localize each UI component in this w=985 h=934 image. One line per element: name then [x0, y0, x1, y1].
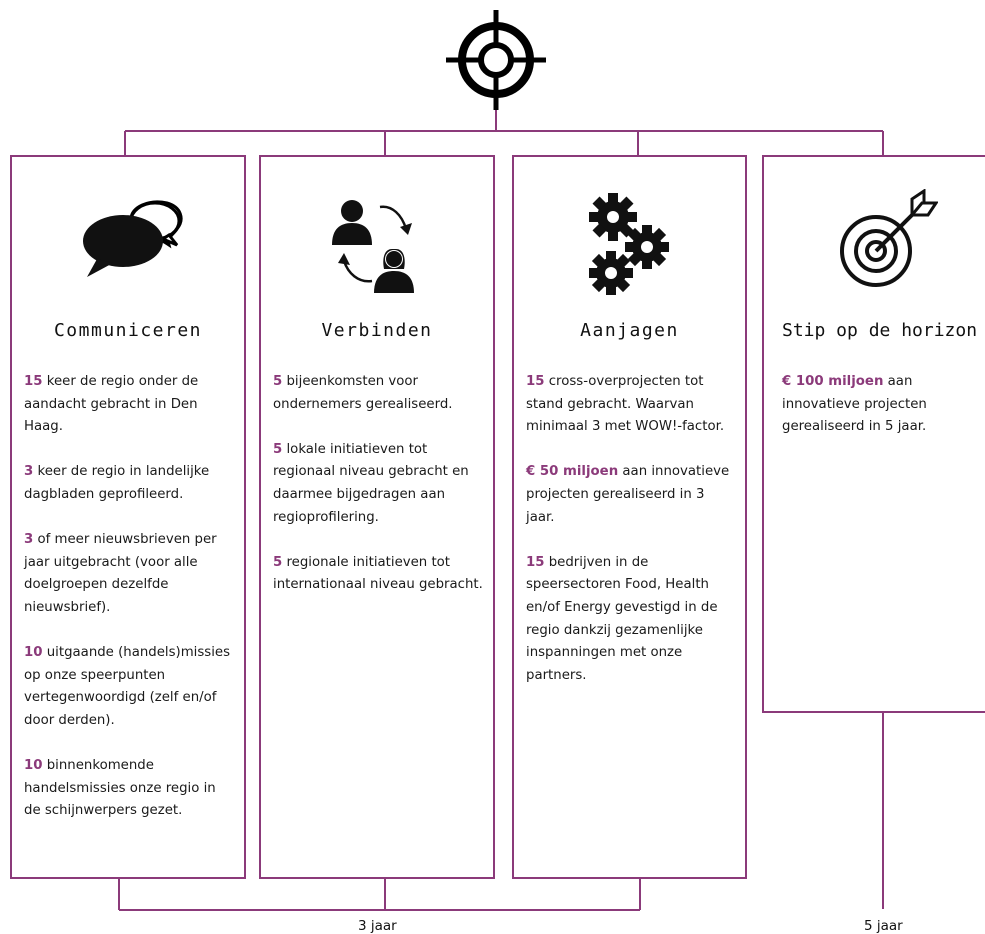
goal-number: 10: [24, 645, 43, 661]
goal-text: aan innovatieve projecten gerealiseerd i…: [782, 374, 927, 435]
dartboard-icon: [840, 189, 938, 287]
goal-text: lokale initiatieven tot regionaal niveau…: [273, 441, 469, 525]
goal-item: 15 cross-overprojecten tot stand gebrach…: [526, 371, 735, 439]
goal-text: keer de regio in landelijke dagbladen ge…: [24, 464, 210, 502]
card-title: Communiceren: [53, 320, 203, 341]
card-body: 15 cross-overprojecten tot stand gebrach…: [526, 371, 735, 710]
goal-item: € 50 miljoen aan innovatieve projecten g…: [526, 461, 735, 529]
goal-item: 3 keer de regio in landelijke dagbladen …: [24, 461, 234, 506]
goal-text: aan innovatieve projecten gerealiseerd i…: [526, 464, 730, 525]
card-title: Stip op de horizon: [782, 320, 978, 341]
goal-number: 5: [273, 374, 283, 389]
goal-item: 15 bedrijven in de speersectoren Food, H…: [526, 552, 735, 688]
goal-item: 5 bijeenkomsten voor ondernemers gereali…: [273, 371, 483, 416]
goal-item: 10 uitgaande (handels)missies op onze sp…: [24, 642, 234, 732]
card-aanjagen: Aanjagen 15 cross-overprojecten tot stan…: [512, 155, 747, 879]
crosshair-icon: [446, 10, 546, 110]
period-label-5-jaar: 5 jaar: [864, 918, 903, 934]
card-title: Verbinden: [321, 320, 433, 341]
period-label-3-jaar: 3 jaar: [358, 918, 397, 934]
goal-text: cross-overprojecten tot stand gebracht. …: [526, 374, 725, 435]
goal-item: € 100 miljoen aan innovatieve projecten …: [782, 371, 985, 439]
goal-text: uitgaande (handels)missies op onze speer…: [24, 645, 231, 728]
goal-number: € 50 miljoen: [526, 464, 619, 480]
card-title: Aanjagen: [580, 320, 679, 341]
goal-item: 5 lokale initiatieven tot regionaal nive…: [273, 439, 483, 529]
goal-number: 15: [24, 374, 43, 389]
card-stip-op-de-horizon: Stip op de horizon € 100 miljoen aan inn…: [762, 155, 985, 713]
goal-text: bedrijven in de speersectoren Food, Heal…: [526, 554, 718, 683]
card-communiceren: Communiceren 15 keer de regio onder de a…: [10, 155, 246, 879]
goal-item: 10 binnenkomende handelsmissies onze reg…: [24, 755, 234, 823]
goal-text: binnenkomende handelsmissies onze regio …: [24, 758, 216, 819]
goal-number: 3: [24, 532, 34, 548]
goal-text: of meer nieuwsbrieven per jaar uitgebrac…: [24, 532, 217, 615]
goal-number: € 100 miljoen: [782, 374, 884, 389]
card-body: 15 keer de regio onder de aandacht gebra…: [24, 371, 234, 845]
goal-item: 5 regionale initiatieven tot internation…: [273, 552, 483, 597]
goal-text: bijeenkomsten voor ondernemers gerealise…: [273, 374, 453, 412]
goal-item: 15 keer de regio onder de aandacht gebra…: [24, 371, 234, 439]
goal-number: 5: [273, 554, 283, 570]
people-exchange-icon: [332, 200, 414, 293]
goal-number: 15: [526, 374, 545, 389]
card-body: € 100 miljoen aan innovatieve projecten …: [782, 371, 985, 461]
chat-bubbles-icon: [83, 200, 183, 277]
card-verbinden: Verbinden 5 bijeenkomsten voor onderneme…: [259, 155, 495, 879]
goal-number: 10: [24, 758, 43, 774]
goal-number: 5: [273, 441, 283, 457]
goal-text: regionale initiatieven tot internationaa…: [273, 554, 483, 593]
goal-item: 3 of meer nieuwsbrieven per jaar uitgebr…: [24, 529, 234, 619]
goal-number: 3: [24, 464, 34, 480]
goal-number: 15: [526, 554, 545, 570]
card-body: 5 bijeenkomsten voor ondernemers gereali…: [273, 371, 483, 620]
goal-text: keer de regio onder de aandacht gebracht…: [24, 374, 199, 435]
gears-icon: [588, 193, 669, 295]
